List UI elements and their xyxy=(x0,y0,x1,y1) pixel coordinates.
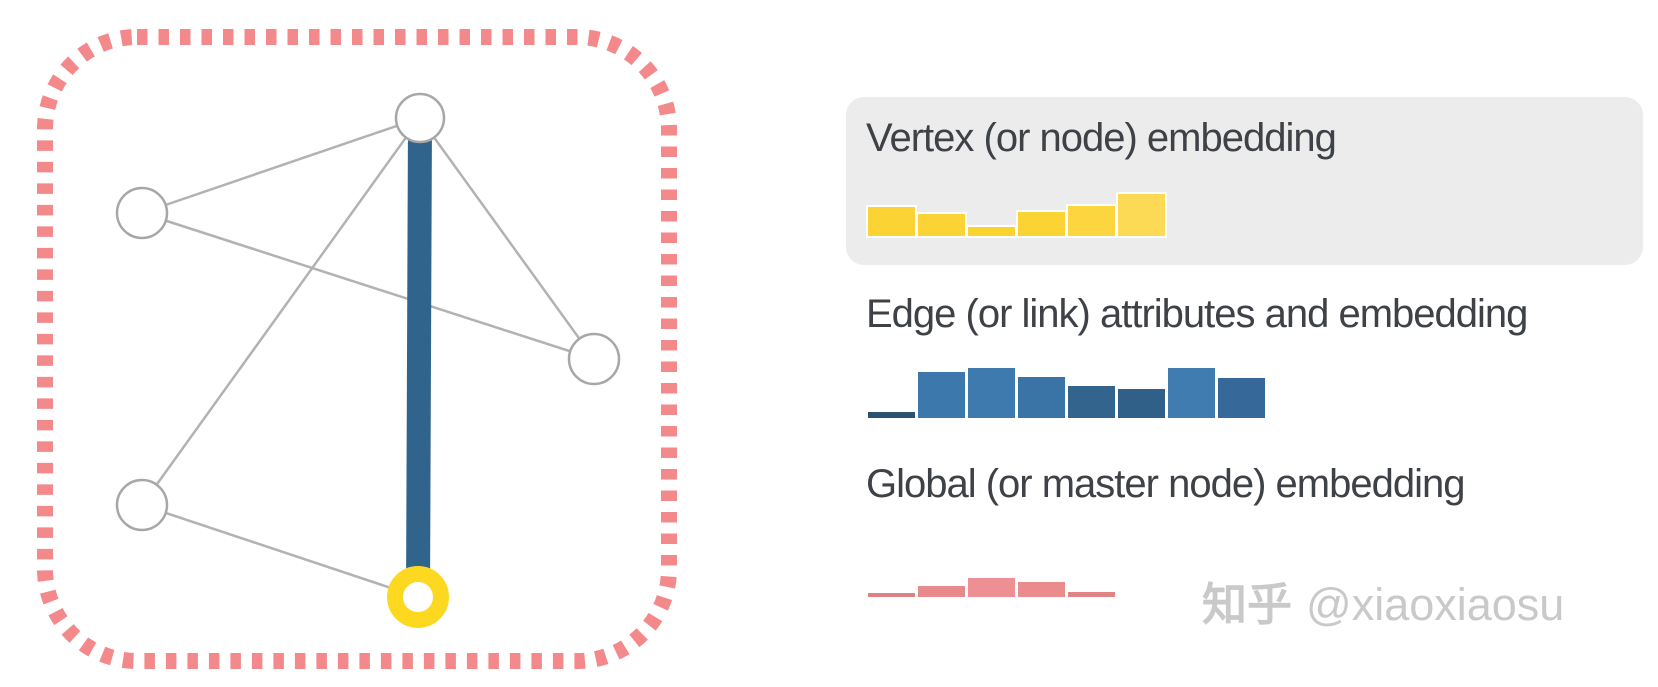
embedding-bar xyxy=(918,586,965,597)
graph-edge xyxy=(418,117,596,360)
embedding-bar xyxy=(1118,389,1165,418)
watermark: 知乎 @xiaoxiaosu xyxy=(1202,568,1564,633)
embedding-bar xyxy=(868,207,915,236)
embedding-bar xyxy=(1018,212,1065,236)
embedding-bar xyxy=(1068,206,1115,236)
graph-edge xyxy=(141,503,419,599)
embedding-bar xyxy=(1018,377,1065,418)
graph-node xyxy=(394,92,446,144)
global-embedding-bars xyxy=(868,577,1118,597)
embedding-bar xyxy=(1168,368,1215,418)
graph-edge xyxy=(141,211,595,361)
vertex-embedding-bars xyxy=(868,188,1168,236)
vertex-embedding-label: Vertex (or node) embedding xyxy=(866,116,1337,160)
embedding-bar xyxy=(1018,582,1065,597)
edge-embedding-bars xyxy=(868,368,1268,418)
embedding-bar xyxy=(968,227,1015,236)
embedding-bar xyxy=(968,368,1015,418)
global-embedding-label: Global (or master node) embedding xyxy=(866,462,1465,506)
embedding-bar xyxy=(918,372,965,418)
embedding-bar xyxy=(868,412,915,418)
zhihu-logo-text: 知乎 xyxy=(1202,579,1293,630)
vertex-highlight-background xyxy=(846,97,1643,265)
embedding-bar xyxy=(1068,386,1115,418)
graph-node xyxy=(567,332,621,386)
highlighted-node xyxy=(387,566,449,628)
highlighted-edge xyxy=(406,117,432,598)
graph-panel xyxy=(37,29,677,669)
graph-edge xyxy=(140,117,422,506)
embedding-bar xyxy=(1118,194,1165,236)
graph-edge xyxy=(141,116,421,215)
edge-embedding-label: Edge (or link) attributes and embedding xyxy=(866,292,1528,336)
embedding-bar xyxy=(868,593,915,597)
embedding-bar xyxy=(968,578,1015,597)
graph-node xyxy=(115,478,169,532)
graph-node xyxy=(115,186,169,240)
embedding-bar xyxy=(1218,378,1265,418)
dashed-border xyxy=(37,29,677,669)
embedding-bar xyxy=(918,214,965,236)
watermark-handle: @xiaoxiaosu xyxy=(1306,579,1565,630)
embedding-bar xyxy=(1068,592,1115,597)
